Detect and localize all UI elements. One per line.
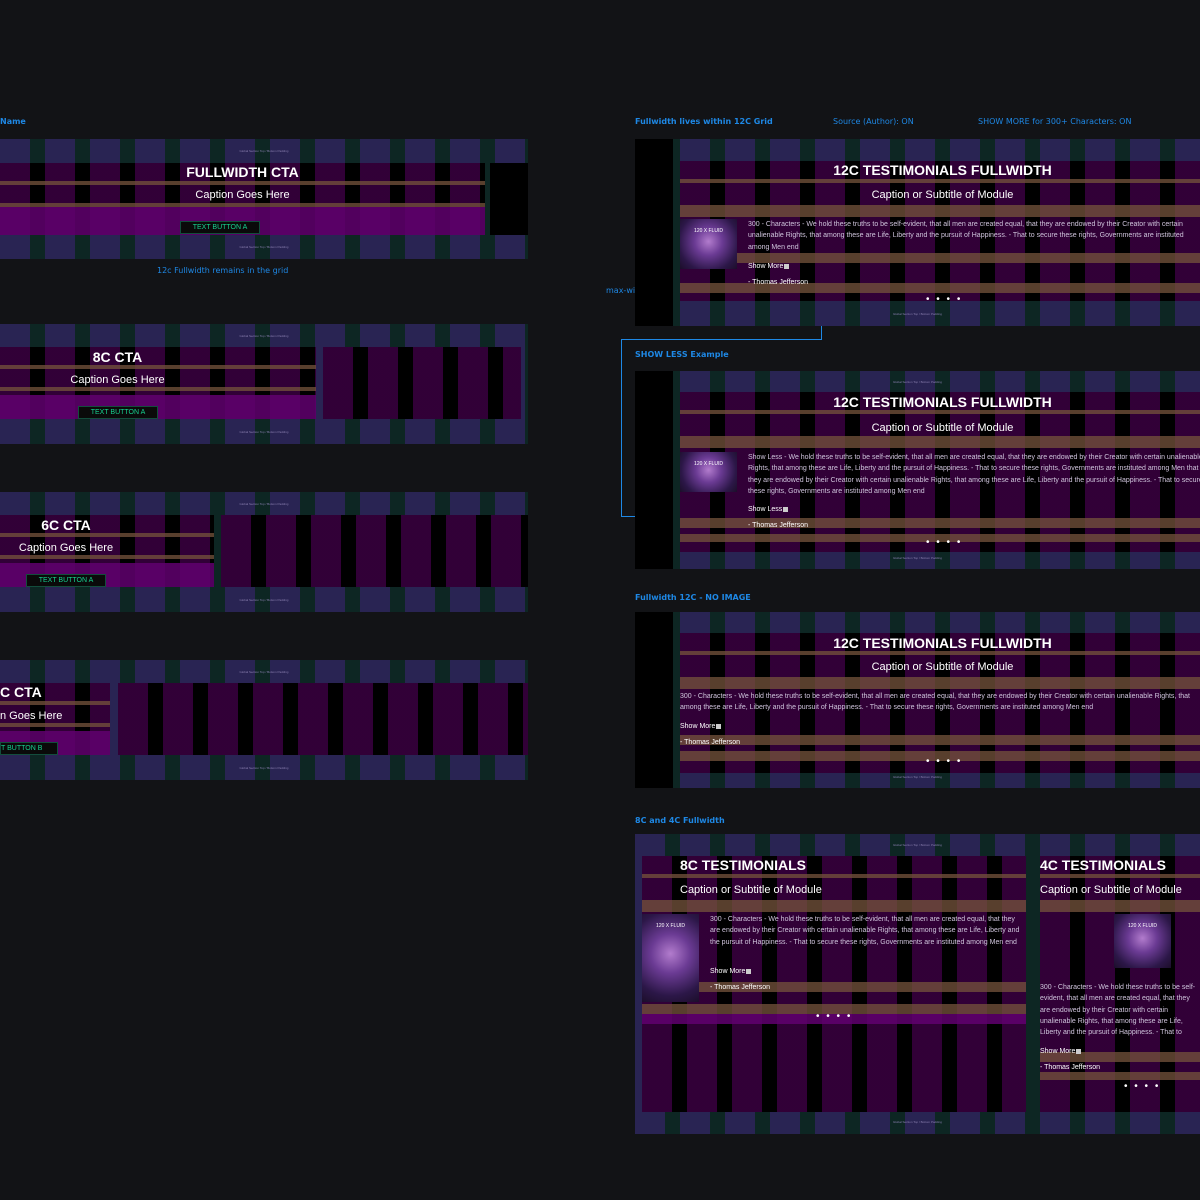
cta-title: 8C CTA xyxy=(92,349,143,365)
6c-cta-frame: Global Section Top / Bottom Padding 6C C… xyxy=(0,492,528,612)
padding-note: Global Section Top / Bottom Padding xyxy=(239,766,289,770)
image-label: 120 X FLUID xyxy=(694,461,723,467)
carousel-dots[interactable]: • • • • xyxy=(1124,1081,1161,1092)
testimonial-body: 300 - Characters - We hold these truths … xyxy=(710,916,1020,946)
testimonial-4c-panel: 4C TESTIMONIALS Caption or Subtitle of M… xyxy=(1040,856,1200,1112)
image-label: 120 X FLUID xyxy=(1128,923,1157,929)
cta-panel: C CTA n Goes Here T BUTTON B xyxy=(0,683,110,755)
chevron-up-icon xyxy=(783,506,789,512)
testimonial-author: - Thomas Jefferson xyxy=(748,279,809,286)
padding-note: Global Section Top / Bottom Padding xyxy=(239,149,289,153)
testimonial-8c-title: 8C TESTIMONIALS xyxy=(680,857,807,873)
grid-side-column xyxy=(490,163,528,235)
text-button-b[interactable]: T BUTTON B xyxy=(0,742,58,755)
cta-panel: FULLWIDTH CTA Caption Goes Here TEXT BUT… xyxy=(0,163,485,235)
testimonial-author: - Thomas Jefferson xyxy=(748,522,809,529)
padding-note: Global Section Top / Bottom Padding xyxy=(893,556,942,560)
testimonial-8c-panel: 8C TESTIMONIALS Caption or Subtitle of M… xyxy=(642,856,1026,1112)
testimonial-author: - Thomas Jefferson xyxy=(680,739,741,746)
empty-8c-panel xyxy=(118,683,528,755)
padding-note: Global Section Top / Bottom Padding xyxy=(239,598,289,602)
testimonial-body: Show Less - We hold these truths to be s… xyxy=(748,454,1200,495)
testimonial-body: 300 - Characters - We hold these truths … xyxy=(680,693,1190,712)
testimonial-panel: 12C TESTIMONIALS FULLWIDTH Caption or Su… xyxy=(680,392,1200,552)
label-no-image: Fullwidth 12C - NO IMAGE xyxy=(635,593,751,602)
show-more-link[interactable]: Show More xyxy=(1040,1048,1082,1055)
cta-title: C CTA xyxy=(0,684,42,700)
testimonial-image: 120 X FLUID xyxy=(642,914,699,1002)
label-remains-in-grid: 12c Fullwidth remains in the grid xyxy=(157,266,289,275)
padding-note: Global Section Top / Bottom Padding xyxy=(239,430,289,434)
label-name: Name xyxy=(0,117,26,126)
fullwidth-cta-frame: Global Section Top / Bottom Padding FULL… xyxy=(0,139,528,259)
testimonial-image: 120 X FLUID xyxy=(680,452,737,492)
testimonial-subtitle: Caption or Subtitle of Module xyxy=(871,189,1014,201)
cta-panel: 8C CTA Caption Goes Here TEXT BUTTON A xyxy=(0,347,316,419)
padding-note: Global Section Top / Bottom Padding xyxy=(239,670,289,674)
text-button-a[interactable]: TEXT BUTTON A xyxy=(26,574,106,587)
label-fullwidth-within: Fullwidth lives within 12C Grid xyxy=(635,117,773,126)
padding-note: Global Section Top / Bottom Padding xyxy=(893,1120,942,1124)
empty-6c-panel xyxy=(221,515,528,587)
text-button-a[interactable]: TEXT BUTTON A xyxy=(78,406,158,419)
padding-note: Global Section Top / Bottom Padding xyxy=(239,502,289,506)
padding-note: Global Section Top / Bottom Padding xyxy=(893,775,942,779)
cta-title: FULLWIDTH CTA xyxy=(186,164,299,180)
show-more-link[interactable]: Show More xyxy=(710,968,752,975)
label-eight-four: 8C and 4C Fullwidth xyxy=(635,816,725,825)
testimonial-4c-title: 4C TESTIMONIALS xyxy=(1040,857,1167,873)
testimonial-title: 12C TESTIMONIALS FULLWIDTH xyxy=(833,162,1052,178)
cta-caption: Caption Goes Here xyxy=(18,542,114,554)
testimonial-author: - Thomas Jefferson xyxy=(1040,1064,1101,1071)
8c-cta-frame: Global Section Top / Bottom Padding 8C C… xyxy=(0,324,528,444)
carousel-dots[interactable]: • • • • xyxy=(926,756,963,767)
testimonial-subtitle: Caption or Subtitle of Module xyxy=(871,422,1014,434)
testimonial-no-image-frame: 12C TESTIMONIALS FULLWIDTH Caption or Su… xyxy=(635,612,1200,788)
chevron-down-icon xyxy=(784,263,790,269)
4c-cta-frame: Global Section Top / Bottom Padding C CT… xyxy=(0,660,528,780)
show-more-link[interactable]: Show More xyxy=(680,723,722,730)
padding-note: Global Section Top / Bottom Padding xyxy=(239,334,289,338)
testimonial-author: - Thomas Jefferson xyxy=(710,984,771,991)
label-show-more-rule: SHOW MORE for 300+ Characters: ON xyxy=(978,117,1132,126)
testimonial-show-less-frame: Global Section Top / Bottom Padding 12C … xyxy=(635,371,1200,569)
text-button-a[interactable]: TEXT BUTTON A xyxy=(180,221,260,234)
cta-panel: 6C CTA Caption Goes Here TEXT BUTTON A xyxy=(0,515,214,587)
testimonial-title: 12C TESTIMONIALS FULLWIDTH xyxy=(833,394,1052,410)
carousel-dots[interactable]: • • • • xyxy=(926,294,963,301)
cta-caption: n Goes Here xyxy=(0,710,63,722)
testimonial-title: 12C TESTIMONIALS FULLWIDTH xyxy=(833,635,1052,651)
testimonial-12c-frame: 12C TESTIMONIALS FULLWIDTH Caption or Su… xyxy=(635,139,1200,326)
show-more-link[interactable]: Show More xyxy=(748,263,790,270)
show-less-link[interactable]: Show Less xyxy=(748,506,789,513)
chevron-down-icon xyxy=(746,968,752,974)
image-label: 120 X FLUID xyxy=(656,923,685,929)
padding-note: Global Section Top / Bottom Padding xyxy=(893,312,942,316)
empty-4c-panel xyxy=(323,347,521,419)
image-label: 120 X FLUID xyxy=(694,228,723,234)
testimonial-8c-4c-frame: Global Section Top / Bottom Padding 8C T… xyxy=(635,834,1200,1134)
testimonial-image: 120 X FLUID xyxy=(680,219,737,269)
padding-note: Global Section Top / Bottom Padding xyxy=(893,843,942,847)
testimonial-panel: 12C TESTIMONIALS FULLWIDTH Caption or Su… xyxy=(680,161,1200,301)
padding-note: Global Section Top / Bottom Padding xyxy=(239,245,289,249)
label-source-author: Source (Author): ON xyxy=(833,117,914,126)
testimonial-subtitle: Caption or Subtitle of Module xyxy=(1040,884,1182,896)
testimonial-subtitle: Caption or Subtitle of Module xyxy=(871,661,1014,673)
chevron-down-icon xyxy=(1076,1048,1082,1054)
testimonial-body: 300 - Characters - We hold these truths … xyxy=(1040,984,1196,1037)
label-show-less-example: SHOW LESS Example xyxy=(635,350,729,359)
testimonial-subtitle: Caption or Subtitle of Module xyxy=(680,884,822,896)
testimonial-body: 300 - Characters - We hold these truths … xyxy=(748,221,1184,251)
cta-caption: Caption Goes Here xyxy=(70,374,165,386)
testimonial-panel: 12C TESTIMONIALS FULLWIDTH Caption or Su… xyxy=(680,633,1200,773)
carousel-dots[interactable]: • • • • xyxy=(816,1011,853,1022)
carousel-dots[interactable]: • • • • xyxy=(926,537,963,548)
cta-caption: Caption Goes Here xyxy=(195,189,290,201)
testimonial-image: 120 X FLUID xyxy=(1114,914,1171,968)
chevron-down-icon xyxy=(716,723,722,729)
cta-title: 6C CTA xyxy=(41,517,91,533)
padding-note: Global Section Top / Bottom Padding xyxy=(893,380,942,384)
connector-show-less-left xyxy=(621,339,622,516)
